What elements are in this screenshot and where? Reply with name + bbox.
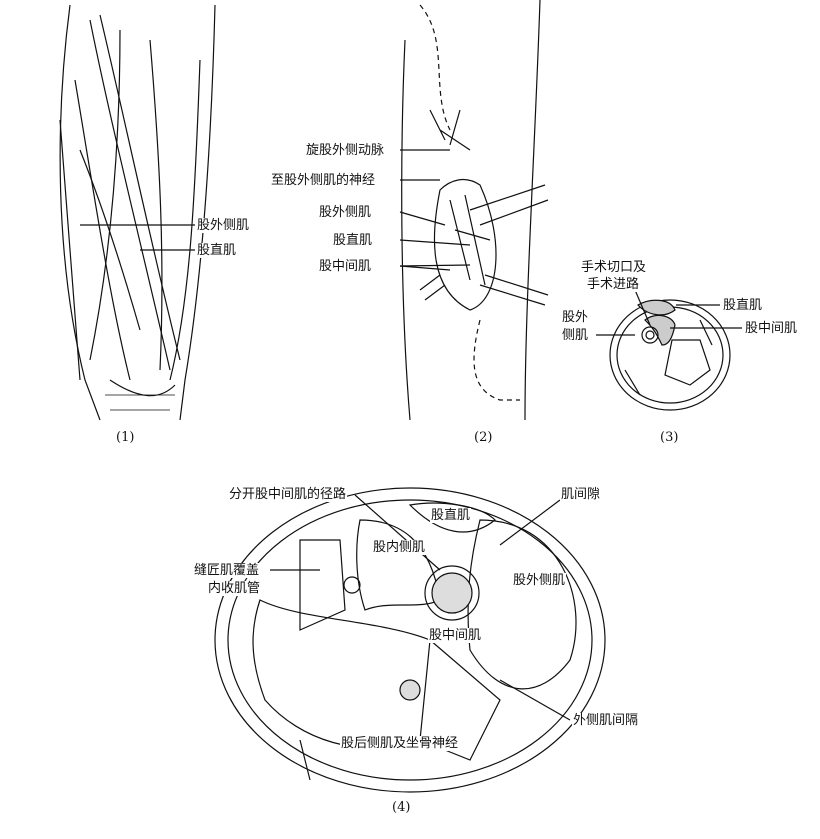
- label-vastus-lateralis: 股外侧肌: [196, 218, 251, 233]
- label-sartorius-line1: 缝匠肌覆盖: [193, 563, 261, 578]
- label-vastus-intermedius: 股中间肌: [744, 321, 799, 336]
- label-incision-line2: 手术进路: [586, 277, 641, 292]
- label-vastus-medialis: 股内侧肌: [372, 540, 427, 555]
- caption-3: (3): [660, 430, 679, 445]
- label-vastus-lateralis: 股外侧肌: [318, 205, 373, 220]
- label-vastus-lateralis-line1: 股外: [561, 310, 590, 325]
- panel2-exposure-drawing: [399, 0, 549, 421]
- label-nerve-to-vastus-lateralis: 至股外侧肌的神经: [270, 173, 377, 188]
- label-vastus-intermedius: 股中间肌: [428, 628, 483, 643]
- label-incision-line1: 手术切口及: [580, 260, 648, 275]
- panel3-cross-section-drawing: [596, 289, 742, 411]
- label-intermuscular-gap: 肌间隙: [560, 487, 602, 502]
- caption-1: (1): [116, 430, 135, 445]
- label-approach-path: 分开股中间肌的径路: [228, 487, 348, 502]
- label-lateral-intermuscular-septum: 外侧肌间隔: [572, 713, 640, 728]
- label-rectus-femoris: 股直肌: [196, 243, 238, 258]
- label-rectus-femoris: 股直肌: [332, 233, 374, 248]
- label-rectus-femoris: 股直肌: [722, 298, 764, 313]
- panel1-thigh-drawing: [59, 4, 216, 421]
- caption-2: (2): [474, 430, 493, 445]
- label-vastus-lateralis: 股外侧肌: [512, 573, 567, 588]
- label-rectus-femoris: 股直肌: [430, 508, 472, 523]
- label-hamstrings-sciatic-nerve: 股后侧肌及坐骨神经: [340, 736, 460, 751]
- label-lateral-circumflex-femoral-artery: 旋股外侧动脉: [305, 143, 386, 158]
- caption-4: (4): [392, 800, 411, 815]
- label-vastus-intermedius: 股中间肌: [318, 259, 373, 274]
- label-sartorius-line2: 内收肌管: [207, 581, 262, 596]
- label-vastus-lateralis-line2: 侧肌: [561, 328, 590, 343]
